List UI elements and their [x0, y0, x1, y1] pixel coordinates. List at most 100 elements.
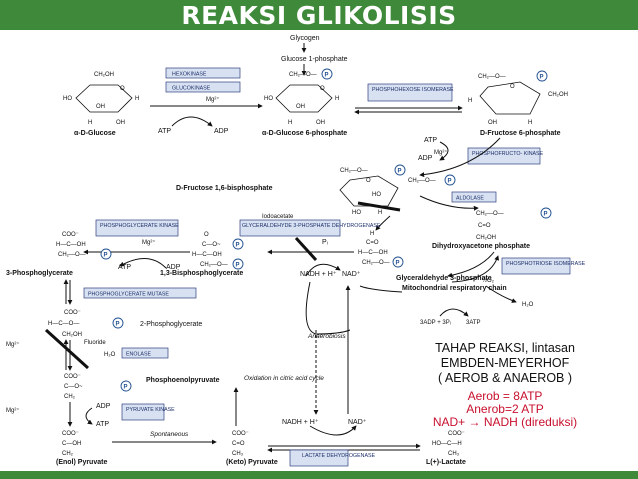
glucose-structure: CH₂OH O HO H H OH OH: [63, 72, 139, 126]
structure-atom-label: CH₂—O—: [362, 260, 390, 266]
note-aerob: Aerob = 8ATP: [467, 389, 543, 403]
nadh-label-2: NADH + H⁺: [282, 419, 319, 426]
mito-label-line: Mitochondrial respiratory chain: [402, 285, 507, 292]
structure-atom-label: H: [370, 231, 374, 237]
phosphate-icon: [232, 258, 244, 270]
structure-atom-label: H: [335, 96, 339, 102]
phi-box: [367, 83, 453, 102]
structure-atom-label: H: [528, 120, 532, 126]
f16bp-label: D-Fructose 1,6-bisphosphate: [176, 185, 273, 192]
pep-structure: COO⁻ C—O~ P CH₂: [64, 374, 132, 400]
structure-atom-label: C—O~: [64, 384, 83, 390]
structure-atom-label: CH₃: [232, 451, 244, 457]
structure-atom-label: CH₂—O—: [476, 211, 504, 217]
o2-h2o-arrow: [485, 285, 517, 303]
f16bp-structure: CH₂—O— P CH₂—O— P O HO H HO: [339, 164, 456, 216]
enolase-box: [121, 347, 169, 359]
pgm-label: PHOSPHOGLYCERATE MUTASE: [88, 292, 169, 298]
structure-atom-label: HO: [63, 96, 72, 102]
summary-note: TAHAP REAKSI, lintasan EMBDEN-MEYERHOF (…: [374, 339, 636, 429]
structure-atom-label: H—C—OH: [192, 252, 222, 258]
structure-atom-label: P: [325, 73, 329, 79]
structure-atom-label: COO⁻: [62, 232, 79, 238]
pg3-structure: COO⁻ H—C—OH CH₂—O— P: [56, 232, 112, 260]
adp-label-1: ADP: [214, 128, 229, 135]
atp-label-3: ATP: [118, 264, 131, 271]
bottom-bar: [0, 471, 638, 479]
pg2-label: 2-Phosphoglycerate: [140, 321, 202, 328]
adp-label-2: ADP: [418, 155, 433, 162]
structure-atom-label: P: [544, 212, 548, 218]
iodoacetate-label: Iodoacetate: [262, 214, 294, 220]
glucokinase-label: GLUCOKINASE: [172, 86, 211, 92]
tpi-label: PHOSPHOTRIOSE ISOMERASE: [506, 261, 586, 267]
adp-label-4: ADP: [96, 403, 111, 410]
structure-atom-label: HO—C—H: [432, 441, 462, 447]
phosphate-icon: [232, 238, 244, 250]
mg-label-3: Mg²⁺: [142, 239, 156, 246]
structure-atom-label: OH: [116, 120, 125, 126]
enolase-label: ENOLASE: [126, 352, 151, 358]
g1p-label: Glucose 1-phosphate: [281, 56, 348, 63]
bpg-label: 1,3-Bisphosphoglycerate: [160, 270, 243, 277]
structure-atom-label: CH₂—O—: [289, 72, 317, 78]
title-banner: [0, 0, 638, 30]
ldh-box: [289, 449, 349, 467]
adp-atp-curve-3: [439, 308, 469, 317]
structure-atom-label: H: [288, 120, 292, 126]
structure-atom-label: OH: [316, 120, 325, 126]
structure-atom-label: C—OH: [62, 441, 81, 447]
enol-pyruvate-label: (Enol) Pyruvate: [56, 459, 107, 466]
pgm-box: [83, 287, 197, 299]
structure-atom-label: HO: [264, 96, 273, 102]
f6p-label: D-Fructose 6-phosphate: [480, 130, 561, 137]
structure-atom-label: COO⁻: [64, 374, 81, 380]
structure-atom-label: P: [116, 322, 120, 328]
pgk-label: PHOSPHOGLYCERATE KINASE: [100, 223, 179, 229]
pk-label: PYRUVATE KINASE: [126, 407, 175, 413]
enol-pyruvate-structure: COO⁻ C—OH CH₂: [62, 431, 81, 457]
phosphate-icon: [540, 207, 552, 219]
structure-atom-label: CH₂: [64, 394, 76, 400]
phosphate-icon: [100, 248, 112, 260]
phosphate-icon: [112, 317, 124, 329]
structure-atom-label: O: [120, 86, 125, 92]
atp-label-2: ATP: [424, 137, 437, 144]
structure-atom-label: H—C—O—: [48, 321, 79, 327]
structure-atom-label: OH: [296, 104, 305, 110]
structure-atom-label: CH₂—O—: [200, 262, 228, 268]
pfk-box: [467, 147, 541, 165]
pg2-structure: COO⁻ H—C—O— P CH₂OH: [48, 310, 124, 338]
arrow-f6p-f16bp: [419, 137, 501, 178]
pk-box: [121, 403, 165, 421]
structure-atom-label: OH: [488, 120, 497, 126]
bpg-structure: O C—O~ P H—C—OH CH₂—O— P: [192, 232, 244, 270]
phosphate-icon: [392, 256, 404, 268]
lactate-label: L(+)-Lactate: [426, 459, 466, 466]
atp-adp-curve-2: [439, 141, 449, 161]
structure-atom-label: HO: [352, 210, 361, 216]
adp-atp-curve-2: [85, 407, 93, 425]
glucokinase-box: [165, 81, 241, 93]
nad-nadh-curve-1: [305, 263, 341, 277]
atp-label-4: ATP: [96, 421, 109, 428]
nad-label-2: NAD⁺: [348, 419, 367, 426]
nadh-label-1: NADH + H⁺: [300, 271, 337, 278]
nadh-to-mito: [359, 285, 403, 293]
gapdh-label: GLYCERALDEHYDE 3-PHOSPHATE DEHYDROGENASE: [242, 223, 381, 229]
structure-atom-label: C—O~: [202, 242, 221, 248]
structure-atom-label: P: [398, 169, 402, 175]
gapdh-box: [239, 219, 341, 237]
structure-atom-label: CH₂—O—: [58, 252, 86, 258]
gap-label: Glyceraldehyde 3-phosphate: [396, 275, 492, 282]
structure-atom-label: P: [448, 179, 452, 185]
aldolase-cleavage-bar: [357, 201, 401, 212]
keto-pyruvate-structure: COO⁻ C=O CH₃: [232, 431, 249, 457]
g6p-structure: CH₂—O— P O HO H H OH OH: [264, 68, 339, 126]
structure-atom-label: CH₂OH: [548, 92, 568, 98]
arrow-f16bp-dhap: [419, 195, 479, 211]
structure-atom-label: HO: [372, 192, 381, 198]
lactate-structure: COO⁻ HO—C—H CH₃: [432, 431, 465, 457]
note-line-3: ( AEROB & ANAEROB ): [437, 371, 573, 385]
note-nad: NAD+ → NADH (direduksi): [432, 415, 578, 429]
